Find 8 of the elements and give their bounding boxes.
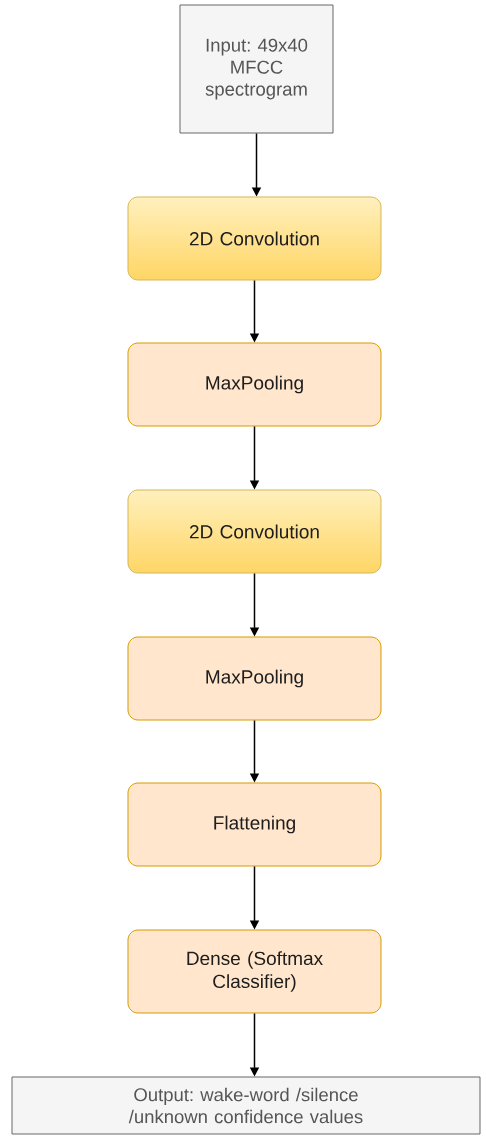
layer-box: 2D Convolution — [127, 489, 382, 574]
layer-box: 2D Convolution — [127, 196, 382, 281]
layer-box: Flattening — [127, 782, 382, 867]
layer-box: MaxPooling — [127, 636, 382, 721]
layer-box: Dense (Softmax Classifier) — [127, 929, 382, 1014]
data-box: Input: 49x40 MFCC spectrogram — [179, 4, 334, 134]
data-box: Output: wake-word /silence /unknown confidence values — [11, 1076, 481, 1135]
layer-box: MaxPooling — [127, 342, 382, 427]
